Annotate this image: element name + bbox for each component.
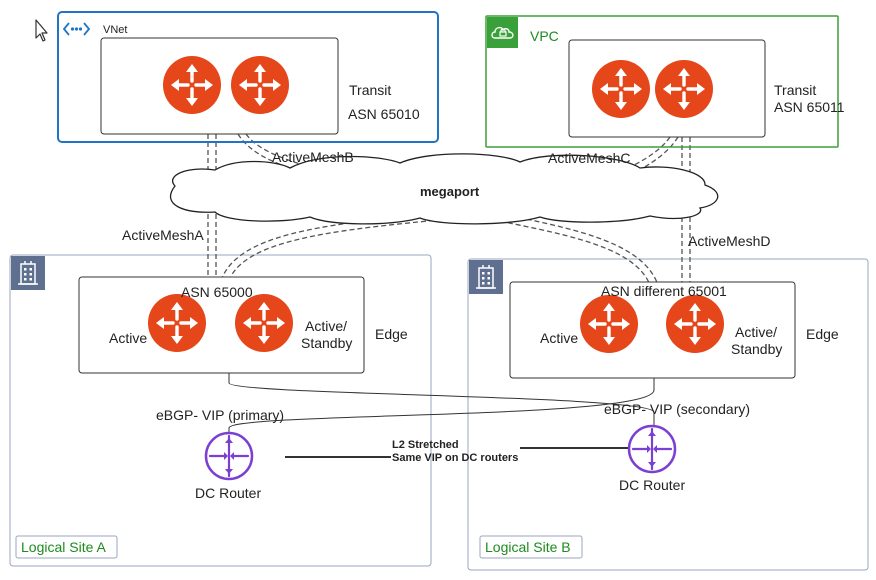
active-mesh-c-label: ActiveMeshC xyxy=(548,150,630,166)
vpc-asn-label: ASN 65011 xyxy=(774,99,845,115)
site-b-dc-router-label: DC Router xyxy=(619,477,685,493)
vnet-label: VNet xyxy=(103,24,127,36)
site-b-vip-label: eBGP- VIP (secondary) xyxy=(604,401,750,417)
ebgp-links xyxy=(228,373,655,433)
router-icon xyxy=(664,293,726,355)
site-a-vip-label: eBGP- VIP (primary) xyxy=(156,407,284,423)
site-a-edge-label: Edge xyxy=(375,326,408,342)
l2-same-vip-label: Same VIP on DC routers xyxy=(392,452,518,464)
vpc-transit-label: Transit xyxy=(774,82,816,98)
mouse-pointer-icon xyxy=(35,19,48,42)
site-a-standby-label-line2: Standby xyxy=(301,335,352,351)
vpc-container xyxy=(485,15,839,148)
l2-stretched-label: L2 Stretched xyxy=(392,439,459,451)
site-b-label-box xyxy=(479,535,583,559)
vnet-container xyxy=(57,11,439,143)
active-mesh-a-label: ActiveMeshA xyxy=(122,227,204,243)
site-b-active-label: Active xyxy=(540,330,578,346)
vnet-asn-label: ASN 65010 xyxy=(348,106,420,122)
building-icon xyxy=(10,255,46,291)
vpc-label: VPC xyxy=(530,28,559,44)
site-a-label-box xyxy=(15,535,118,559)
site-a-label: Logical Site A xyxy=(21,539,106,555)
router-icon xyxy=(146,292,208,354)
site-b-standby-label-line2: Standby xyxy=(731,341,782,357)
site-a-asn-label: ASN 65000 xyxy=(181,284,253,300)
logical-site-b-container xyxy=(467,258,869,571)
megaport-cloud xyxy=(169,153,719,225)
site-b-standby-label-line1: Active/ xyxy=(735,324,777,340)
megaport-label: megaport xyxy=(420,184,480,199)
building-icon xyxy=(468,259,504,295)
dc-router-icon xyxy=(627,424,677,474)
site-a-active-label: Active xyxy=(109,330,147,346)
site-b-edge-box xyxy=(509,281,796,379)
active-mesh-b-label: ActiveMeshB xyxy=(272,149,354,165)
azure-vnet-icon xyxy=(62,22,91,36)
router-icon xyxy=(233,292,295,354)
site-b-asn-label: ASN different 65001 xyxy=(601,283,727,299)
l2-stretched-link xyxy=(285,447,628,458)
site-a-edge-box xyxy=(78,276,365,374)
aws-vpc-cloud-icon xyxy=(487,17,518,48)
logical-site-a-container xyxy=(9,254,432,567)
active-mesh-d-label: ActiveMeshD xyxy=(688,233,770,249)
router-icon xyxy=(229,54,291,116)
vnet-transit-label: Transit xyxy=(349,82,391,98)
site-a-standby-label-line1: Active/ xyxy=(305,318,347,334)
router-icon xyxy=(653,58,715,120)
router-icon xyxy=(578,293,640,355)
site-b-edge-label: Edge xyxy=(806,326,839,342)
dc-router-icon xyxy=(204,431,254,481)
site-b-label: Logical Site B xyxy=(485,539,571,555)
site-a-dc-router-label: DC Router xyxy=(195,485,261,501)
router-icon xyxy=(590,58,652,120)
router-icon xyxy=(161,54,223,116)
